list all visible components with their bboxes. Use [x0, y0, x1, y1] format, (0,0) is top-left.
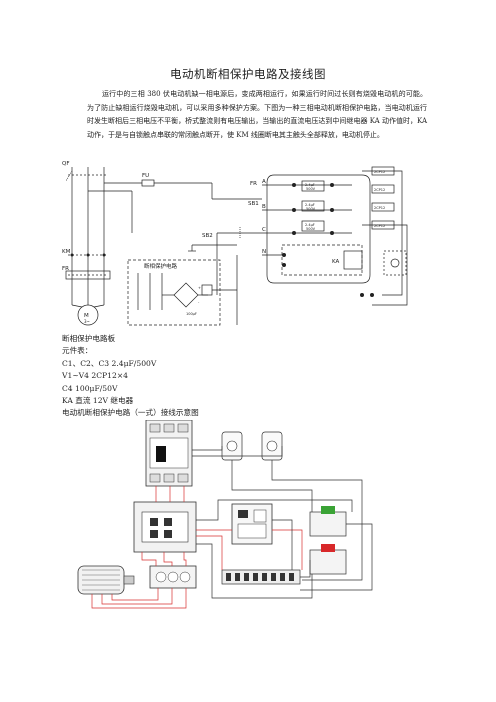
protection-circuit-schematic: QF FU FR SB1 SB2 KM FR M 3~ 断相保护电路 A B C…: [62, 161, 408, 326]
label-d2: 2CP12: [374, 188, 385, 192]
label-fr2: FR: [62, 266, 69, 272]
label-c2v: 500V: [306, 207, 316, 211]
list-item: V1~V4 2CP12×4: [62, 371, 129, 381]
label-c4: 100μF: [186, 312, 197, 316]
push-button-green-illustration: [309, 506, 347, 537]
wiring-illustration: [77, 420, 373, 609]
label-motor-sub: 3~: [84, 319, 90, 324]
component-list: 断相保护电路板 元件表： C1、C2、C3 2.4μF/500V V1~V4 2…: [62, 333, 362, 420]
label-minus: -: [198, 300, 200, 304]
list-item: C4 100μF/50V: [62, 383, 118, 393]
label-c3: 2.4μF: [305, 223, 315, 227]
circuit-breaker-illustration: [145, 420, 193, 487]
label-c: C: [262, 227, 266, 233]
label-plus: +: [198, 286, 201, 290]
fuse-holders-illustration: [221, 431, 283, 461]
protection-board-illustration: [231, 503, 273, 545]
label-motor: M: [84, 313, 89, 319]
label-d3: 2CP12: [374, 206, 385, 210]
label-a: A: [262, 179, 266, 185]
label-c2: 2.4μF: [305, 203, 315, 207]
label-fu: FU: [142, 173, 149, 179]
list-item: 断相保护电路板: [62, 334, 116, 343]
label-protection-box: 断相保护电路: [144, 262, 178, 270]
motor-illustration: [77, 565, 135, 595]
label-d4: 2CP12: [374, 224, 385, 228]
list-item: C1、C2、C3 2.4μF/500V: [62, 358, 157, 368]
list-item: 电动机断相保护电路（一式）接线示意图: [62, 408, 199, 418]
intro-paragraph: 运行中的三相 380 伏电动机缺一相电源后，变成两相运行，如果运行时间过长则有烧…: [87, 90, 427, 139]
contactor-illustration: [133, 501, 197, 553]
label-sb2: SB2: [202, 233, 213, 239]
page-title: 电动机断相保护电路及接线图: [170, 67, 326, 81]
label-n: N: [262, 249, 266, 255]
label-c1v: 500V: [306, 187, 316, 191]
label-qf: QF: [62, 161, 70, 167]
list-item: 元件表：: [62, 346, 93, 356]
thermal-relay-illustration: [149, 565, 197, 589]
label-km: KM: [62, 249, 71, 255]
label-sb1: SB1: [248, 201, 259, 207]
terminal-strip-illustration: [221, 569, 301, 585]
label-b: B: [262, 204, 266, 210]
push-button-red-illustration: [309, 544, 347, 575]
list-item: KA 直流 12V 继电器: [62, 396, 134, 406]
label-c3v: 500V: [306, 227, 316, 231]
label-ka: KA: [332, 259, 340, 265]
label-d1: 2CP12: [374, 170, 385, 174]
label-c1: 2.4μF: [305, 183, 315, 187]
label-fr: FR: [250, 181, 257, 187]
